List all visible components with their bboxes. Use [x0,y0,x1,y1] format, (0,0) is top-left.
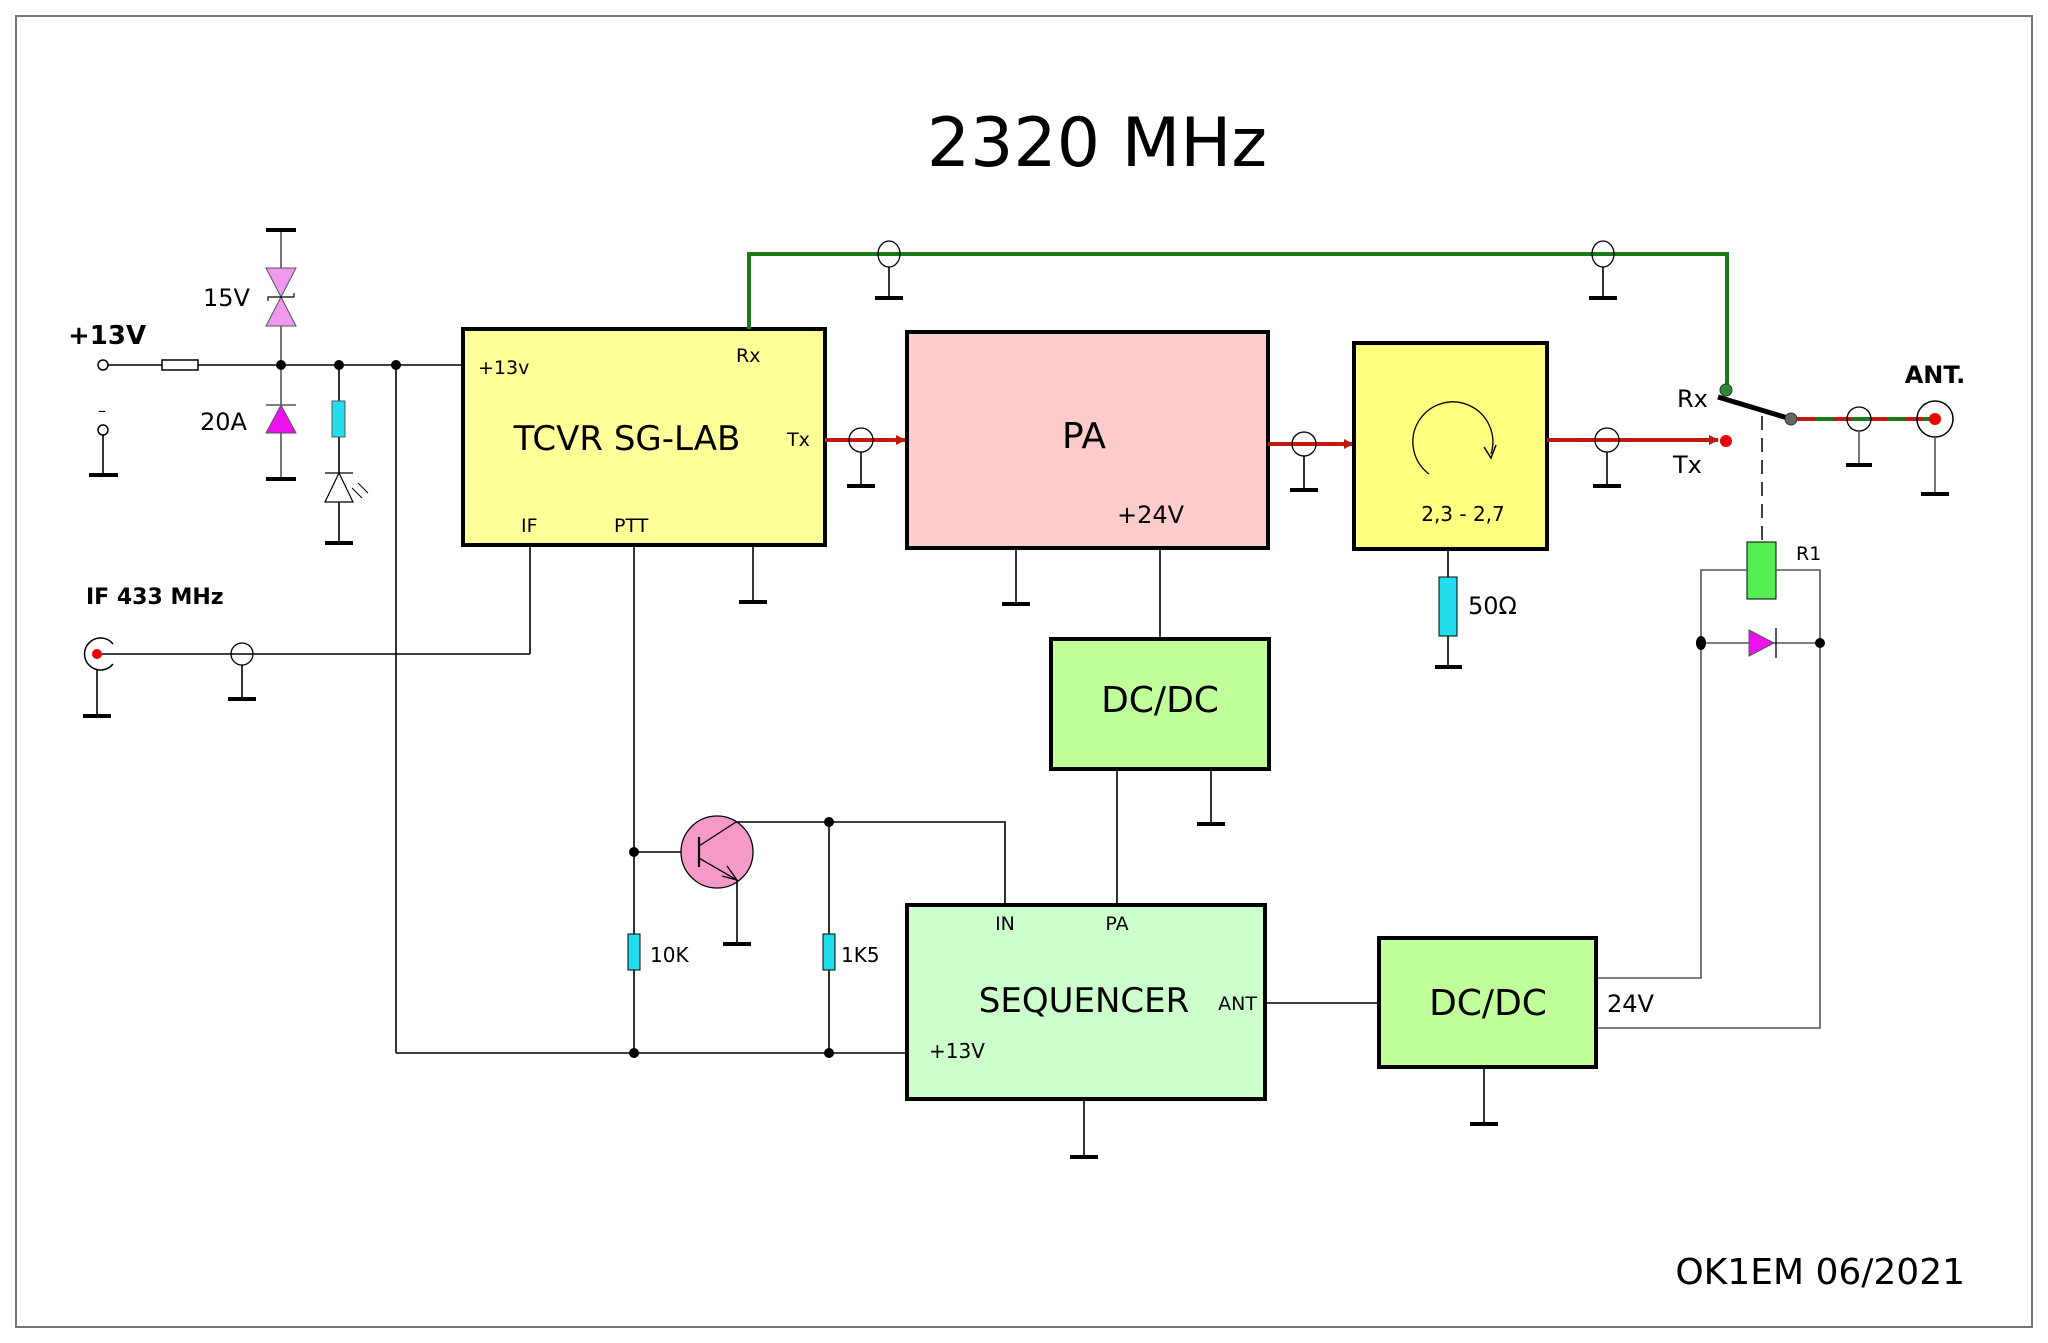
protection-diode-icon [265,403,297,434]
tcvr-block[interactable]: TCVR SG-LAB +13v Rx Tx IF PTT [461,327,827,547]
sequencer-pin-in: IN [995,913,1015,935]
pa-block[interactable]: PA +24V [905,330,1270,550]
dcdc-relay-output-label: 24V [1607,990,1655,1018]
circulator-range: 2,3 - 2,7 [1421,502,1505,526]
tcvr-pin-ptt: PTT [614,515,649,537]
plus-terminal [97,359,109,371]
flyback-diode-icon [1748,628,1777,658]
power-input-label: +13V [68,321,146,351]
tvs-diode-icon [265,267,297,327]
relay-label: R1 [1796,543,1821,565]
tcvr-pin-rx: Rx [736,345,760,367]
circulator-block[interactable]: 2,3 - 2,7 [1352,341,1549,551]
tx-path-circulator-switch [1547,427,1732,488]
transistor-icon [680,815,754,889]
sequencer-pin-ant: ANT [1218,993,1257,1015]
base-resistor [627,933,641,971]
diagram-title: 2320 MHz [927,104,1267,183]
switch-pivot [1784,412,1798,426]
led-resistor [331,400,346,438]
page-frame [15,15,2033,1328]
dcdc-pa-block[interactable]: DC/DC [1049,637,1271,771]
dcdc-relay-name: DC/DC [1429,983,1547,1024]
tcvr-pin-13v: +13v [478,357,529,379]
tx-path-pa-circulator [1268,431,1354,492]
if-input-label: IF 433 MHz [86,585,224,610]
circulator-rotation-icon [1412,401,1497,475]
minus-terminal [97,424,109,436]
dcdc-relay-block[interactable]: DC/DC [1377,936,1598,1069]
relay-section: R1 [1596,541,1825,1029]
power-input-section: +13V – 15V 20A [68,228,463,1053]
antenna-switch: Rx Tx ANT. [1672,361,1965,542]
relay-coil [1746,541,1777,600]
load-resistor-label: 50Ω [1468,592,1517,620]
sequencer-pin-pa: PA [1105,913,1128,935]
sequencer-name: SEQUENCER [979,981,1189,1021]
rx-path [747,240,1729,390]
switch-rx-label: Rx [1677,385,1708,413]
tx-path-tcvr-pa [825,427,906,488]
author-date: OK1EM 06/2021 [1675,1252,1965,1293]
tvs-label: 15V [203,284,251,312]
tcvr-pin-tx: Tx [786,429,810,451]
tcvr-name: TCVR SG-LAB [513,419,741,459]
antenna-label: ANT. [1905,361,1966,389]
switch-arm [1717,394,1792,422]
rx-contact [1719,383,1733,397]
sequencer-block[interactable]: SEQUENCER IN PA ANT +13V [905,903,1267,1101]
tcvr-pin-if: IF [521,515,538,537]
if-input-section: IF 433 MHz [83,545,531,718]
pa-pin-24v: +24V [1117,501,1185,529]
minus-label: – [98,401,106,420]
led-icon [324,471,369,503]
tx-contact [1720,435,1732,447]
diode-label: 20A [200,408,248,436]
if-connector-icon [83,637,114,671]
collector-resistor-label: 1K5 [841,943,880,967]
sequencer-pin-13v: +13V [929,1039,985,1063]
load-resistor [1438,576,1458,637]
base-resistor-label: 10K [650,943,689,967]
switch-tx-label: Tx [1672,451,1702,479]
collector-resistor [822,933,836,971]
pa-name: PA [1062,416,1106,457]
ptt-driver: 10K 1K5 [396,545,1006,1058]
dcdc-pa-name: DC/DC [1101,680,1219,721]
fuse [161,359,199,371]
